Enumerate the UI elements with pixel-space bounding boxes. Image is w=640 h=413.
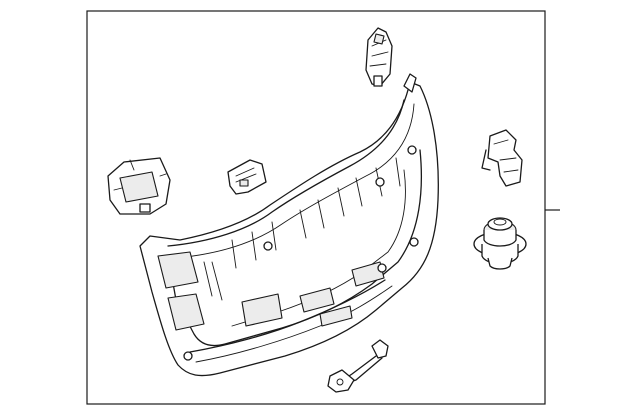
grommet-plug [473, 217, 527, 270]
center-clip [227, 159, 267, 195]
pull-handle-strap [327, 339, 389, 393]
left-module [107, 157, 171, 215]
right-clip [481, 129, 523, 187]
diagram-frame [86, 10, 546, 405]
upper-right-bracket [365, 27, 393, 87]
liftgate-trim-panel [139, 73, 439, 377]
